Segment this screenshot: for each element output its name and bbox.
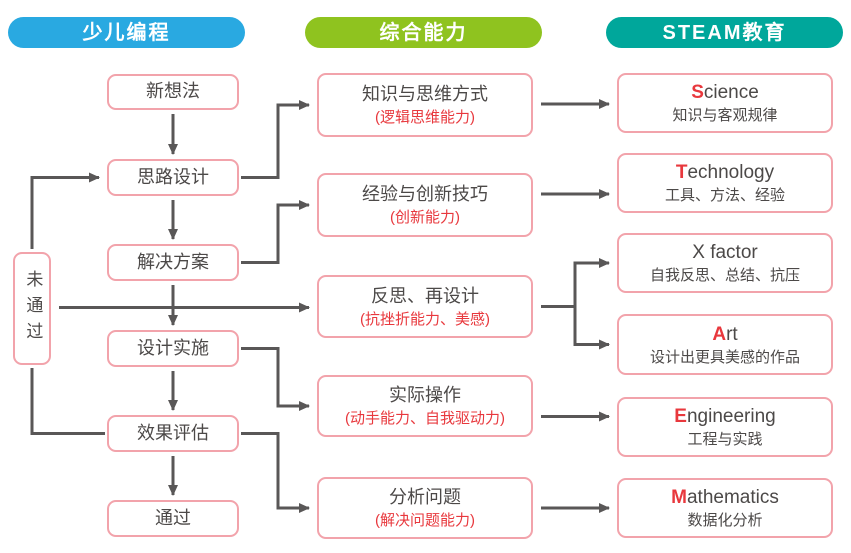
- ability-knowledge: 知识与思维方式 (逻辑思维能力): [317, 73, 533, 137]
- steam-engineering-sub: 工程与实践: [687, 431, 763, 448]
- flow-step-fail-label: 未通过: [23, 269, 43, 348]
- flow-step-idea-design: 思路设计: [107, 159, 239, 196]
- ability-experience-title: 经验与创新技巧: [362, 184, 488, 204]
- connector-fail-idea_design: [30, 172, 100, 249]
- steam-mathematics-rest: athematics: [686, 487, 779, 508]
- pill-steam-education: STEAM教育: [606, 17, 843, 48]
- connector-solution-experience: [241, 200, 310, 264]
- pill-kids-coding-label: 少儿编程: [82, 21, 171, 44]
- steam-xfactor-sub: 自我反思、总结、抗压: [649, 267, 800, 284]
- steam-technology-sub: 工具、方法、经验: [664, 187, 785, 204]
- steam-technology-rest: echnology: [687, 162, 775, 183]
- pill-kids-coding: 少儿编程: [8, 17, 245, 48]
- connector-idea_design-knowledge: [241, 100, 310, 179]
- flow-step-fail: 未通过: [13, 252, 51, 365]
- steam-art: Art 设计出更具美感的作品: [617, 314, 833, 375]
- flow-step-implementation: 设计实施: [107, 330, 239, 367]
- ability-experience-sub: (创新能力): [390, 209, 460, 226]
- ability-practice-title: 实际操作: [389, 385, 461, 405]
- ability-reflection-sub: (抗挫折能力、美感): [360, 310, 490, 328]
- steam-xfactor-rest: X factor: [692, 242, 758, 263]
- ability-analysis-sub: (解决问题能力): [375, 512, 475, 529]
- steam-technology-title: Technology: [676, 160, 774, 185]
- steam-engineering-title: Engineering: [674, 404, 775, 429]
- flow-step-implementation-label: 设计实施: [137, 337, 209, 358]
- connector-implementation-practice: [241, 347, 310, 411]
- steam-mathematics-title: Mathematics: [671, 485, 779, 510]
- flow-step-new-idea: 新想法: [107, 74, 239, 110]
- flow-step-idea-design-label: 思路设计: [137, 166, 209, 187]
- ability-practice-sub: (动手能力、自我驱动力): [345, 410, 505, 427]
- ability-experience: 经验与创新技巧 (创新能力): [317, 173, 533, 237]
- flow-step-evaluation-label: 效果评估: [137, 422, 209, 443]
- pill-comprehensive-ability: 综合能力: [305, 17, 542, 48]
- steam-technology-initial: T: [675, 162, 688, 183]
- steam-art-rest: rt: [726, 323, 738, 345]
- steam-mathematics: Mathematics 数据化分析: [617, 478, 833, 538]
- ability-reflection-title: 反思、再设计: [371, 285, 479, 306]
- ability-reflection: 反思、再设计 (抗挫折能力、美感): [317, 275, 533, 338]
- steam-engineering: Engineering 工程与实践: [617, 397, 833, 457]
- flow-step-solution: 解决方案: [107, 244, 239, 281]
- flow-step-pass-label: 通过: [155, 507, 191, 528]
- ability-analysis: 分析问题 (解决问题能力): [317, 477, 533, 539]
- steam-art-title: Art: [712, 322, 737, 347]
- steam-art-initial: A: [712, 323, 727, 345]
- steam-science-rest: cience: [703, 82, 759, 103]
- ability-knowledge-title: 知识与思维方式: [362, 84, 488, 104]
- steam-mathematics-sub: 数据化分析: [687, 512, 763, 529]
- connector-reflection-xfactor: [541, 258, 610, 308]
- steam-science-initial: S: [691, 82, 704, 103]
- pill-comprehensive-ability-label: 综合能力: [379, 21, 468, 44]
- steam-science-sub: 知识与客观规律: [672, 107, 778, 124]
- ability-knowledge-sub: (逻辑思维能力): [375, 109, 475, 126]
- connector-evaluation-fail: [30, 368, 105, 435]
- steam-technology: Technology 工具、方法、经验: [617, 153, 833, 213]
- flow-step-pass: 通过: [107, 500, 239, 537]
- connector-reflection-art: [541, 305, 610, 350]
- steam-science-title: Science: [691, 80, 759, 105]
- steam-xfactor: X factor 自我反思、总结、抗压: [617, 233, 833, 293]
- steam-art-sub: 设计出更具美感的作品: [649, 348, 800, 366]
- ability-analysis-title: 分析问题: [389, 487, 461, 507]
- flow-step-solution-label: 解决方案: [137, 251, 209, 272]
- connector-evaluation-analysis: [241, 432, 310, 513]
- steam-xfactor-title: X factor: [692, 240, 757, 265]
- flow-step-evaluation: 效果评估: [107, 415, 239, 452]
- steam-science: Science 知识与客观规律: [617, 73, 833, 133]
- steam-engineering-rest: ngineering: [686, 406, 776, 427]
- flow-step-new-idea-label: 新想法: [146, 81, 200, 102]
- pill-steam-education-label: STEAM教育: [662, 21, 787, 44]
- steam-engineering-initial: E: [674, 406, 687, 427]
- ability-practice: 实际操作 (动手能力、自我驱动力): [317, 375, 533, 437]
- steam-mathematics-initial: M: [671, 487, 687, 508]
